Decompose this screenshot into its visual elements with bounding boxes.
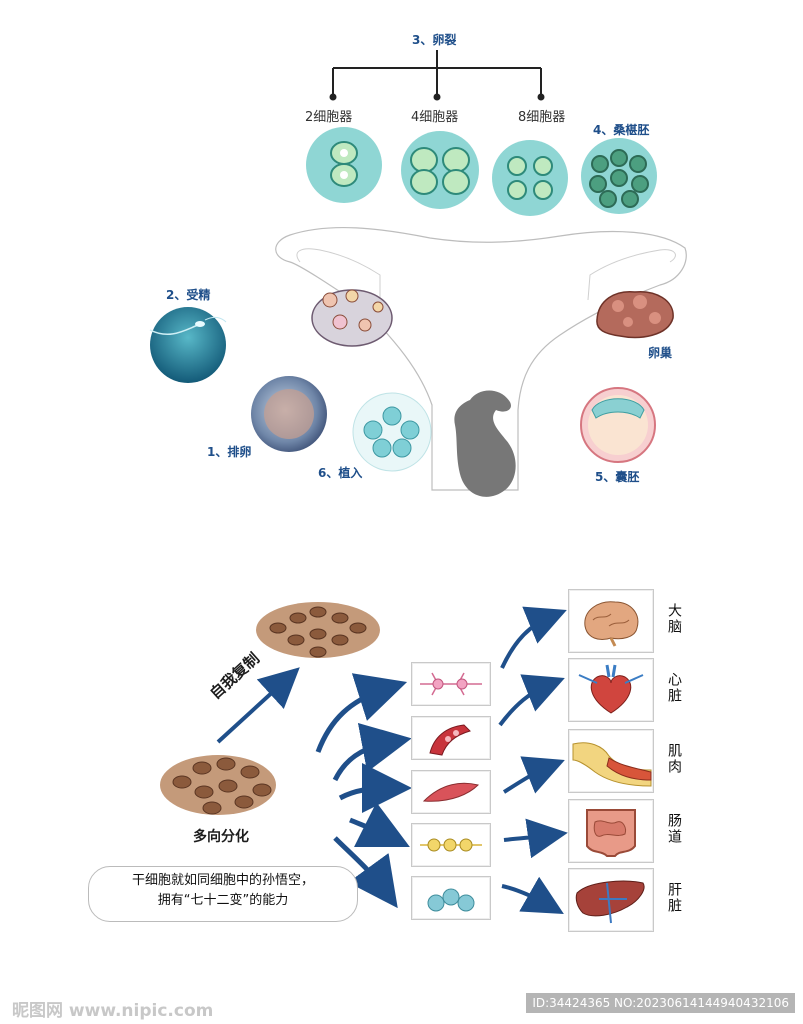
- fertilization-label: 2、受精: [166, 288, 211, 302]
- watermark-bar: 昵图网 www.nipic.com ID:34424365 NO:2023061…: [0, 990, 803, 1024]
- self-renewal-arrow: [216, 667, 300, 744]
- organ-arrow-heart: [498, 674, 565, 727]
- blastocyst-icon: [580, 387, 656, 463]
- stage-4-cell-label: 4细胞器: [411, 110, 459, 125]
- diff-arrow-2: [332, 722, 412, 782]
- brain-icon: [584, 601, 639, 647]
- hepatocyte-icon: [427, 888, 475, 912]
- organ-label-liver: 肝脏: [666, 882, 682, 914]
- stage-circles: [149, 307, 656, 472]
- cleavage-stage-images: [306, 127, 657, 216]
- blastocyst-label: 5、囊胚: [595, 470, 640, 484]
- organ-arrow-liver: [501, 876, 564, 914]
- differentiation-label: 多向分化: [193, 829, 249, 845]
- four-cell-embryo-icon: [401, 131, 479, 209]
- brain-organ-box: [568, 589, 654, 653]
- two-cell-embryo-icon: [306, 127, 382, 203]
- organ-arrow-brain: [500, 606, 567, 669]
- heart-organ-box: [568, 658, 654, 722]
- neuron-cell-box: [411, 662, 491, 706]
- organ-label-muscle: 肌肉: [666, 743, 682, 775]
- liver-icon: [575, 880, 645, 924]
- stem-cell-cluster-top-icon: [256, 602, 380, 658]
- muscle-cell-box: [411, 770, 491, 814]
- watermark-left: 昵图网 www.nipic.com: [12, 1001, 214, 1021]
- organ-label-heart: 心脏: [666, 672, 682, 704]
- muscle-organ-box: [568, 729, 654, 793]
- neuron-icon: [420, 672, 482, 696]
- organ-arrow-muscle: [502, 756, 565, 794]
- organ-label-brain: 大脑: [666, 603, 682, 635]
- caption-line-2: 拥有“七十二变”的能力: [157, 893, 289, 908]
- right-ovary-icon: [596, 291, 674, 339]
- diff-arrow-5: [333, 836, 398, 909]
- liver-organ-box: [568, 868, 654, 932]
- caption-line-1: 干细胞就如同细胞中的孙悟空，: [131, 873, 314, 888]
- diff-arrow-3: [338, 763, 412, 814]
- muscle-fiber-icon: [422, 782, 479, 802]
- intestine-icon: [586, 809, 636, 857]
- cleavage-bracket: [329, 50, 545, 101]
- left-ovary-icon: [311, 289, 393, 347]
- stage-2-cell-label: 2细胞器: [305, 110, 353, 125]
- arm-muscle-icon: [572, 742, 652, 787]
- morula-label: 4、桑椹胚: [593, 123, 650, 137]
- hepatocyte-cell-box: [411, 876, 491, 920]
- ovary-label: 卵巢: [648, 346, 673, 360]
- nerve-cell-box: [411, 823, 491, 867]
- blood-vessel-cell-box: [411, 716, 491, 760]
- sperm-egg-icon: [149, 307, 227, 383]
- neural-network-icon: [420, 838, 482, 852]
- diff-arrow-4: [349, 802, 410, 847]
- blood-vessel-icon: [429, 724, 471, 756]
- heart-icon: [578, 664, 644, 714]
- organ-arrow-intestine: [503, 818, 568, 859]
- organ-label-intestine: 肠道: [666, 813, 682, 845]
- stem-cell-cluster-bottom-icon: [160, 755, 276, 815]
- egg-cell-icon: [251, 376, 327, 452]
- stem-cell-caption: 干细胞就如同细胞中的孙悟空， 拥有“七十二变”的能力: [88, 866, 358, 922]
- stage-8-cell-label: 8细胞器: [518, 110, 566, 125]
- implantation-label: 6、植入: [318, 466, 363, 480]
- ovulation-label: 1、排卵: [207, 445, 252, 459]
- implantation-cells-icon: [352, 392, 432, 472]
- morula-icon: [581, 138, 657, 214]
- diff-arrow-1: [315, 673, 408, 753]
- uterus-diagram: [275, 226, 687, 497]
- eight-cell-embryo-icon: [492, 140, 568, 216]
- watermark-right: ID:34424365 NO:20230614144940432106: [526, 993, 795, 1013]
- cleavage-title: 3、卵裂: [412, 33, 457, 47]
- fetus-silhouette: [454, 390, 516, 497]
- intestine-organ-box: [568, 799, 654, 863]
